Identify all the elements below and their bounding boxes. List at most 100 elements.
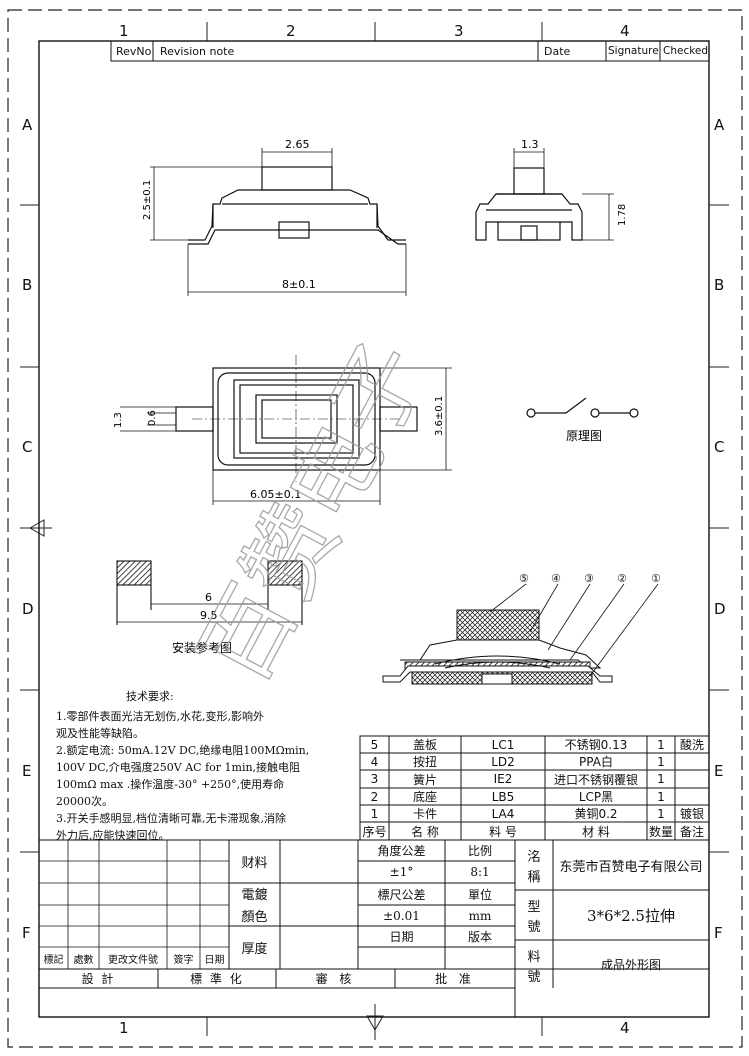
tech-note-line: 100mΩ max .操作温度-30° +250°,使用寿命 xyxy=(56,778,285,791)
bom-row-4-remark xyxy=(675,753,709,770)
bom-row-4-material: PPA白 xyxy=(579,755,613,769)
bom-row-3-index: 3 xyxy=(370,772,379,786)
name-label-2: 稱 xyxy=(527,869,541,885)
dim-plan-lead-2: 0.6 xyxy=(147,410,158,426)
material-label: 财料 xyxy=(241,856,268,871)
bom-row-3-material: 进口不锈钢覆银 xyxy=(553,772,638,787)
dim-top-width: 2.65 xyxy=(285,138,310,151)
bom-header-material: 材 料 xyxy=(582,824,610,839)
dim-side-height: 1.78 xyxy=(617,204,628,226)
bom-row-4-qty: 1 xyxy=(657,754,665,769)
callouts: ⑤ ④ ③ ② ① xyxy=(519,572,661,585)
dim-pad-outer: 9.5 xyxy=(200,609,218,622)
plating-label-1: 電鍍 xyxy=(241,888,268,903)
angle-tol-label: 角度公差 xyxy=(377,844,426,858)
callout-leaders xyxy=(489,583,659,677)
col-number-bottom-1: 1 xyxy=(119,1019,129,1037)
col-number-bottom-4: 4 xyxy=(620,1019,630,1037)
dim-plan-body-length: 6.05±0.1 xyxy=(250,488,301,501)
tech-notes-title: 技术要求: xyxy=(126,690,174,703)
thickness-label: 厚度 xyxy=(241,942,268,957)
bom-row-2-remark xyxy=(675,788,709,805)
tech-note-line: 外力后,应能快速回位。 xyxy=(56,829,170,842)
bom-row-1-qty: 1 xyxy=(657,806,665,821)
sign-review: 審 核 xyxy=(315,972,356,986)
row-letter-b: B xyxy=(22,276,33,294)
tech-notes: 技术要求: 1.零部件表面光洁无划伤,水花,变形,影响外 观及性能等缺陷。 2.… xyxy=(56,688,356,844)
col-number-4: 4 xyxy=(620,22,630,40)
bom-row-1-remark: 镀银 xyxy=(679,807,704,821)
rev-col-mark: 標記 xyxy=(43,954,64,966)
bom-row-5-name: 盖板 xyxy=(412,738,437,752)
bom-header-qty: 数量 xyxy=(648,824,673,839)
dim-height: 2.5±0.1 xyxy=(142,180,153,220)
bom-row-3-partno: IE2 xyxy=(493,772,513,786)
bom-row-5-partno: LC1 xyxy=(491,737,515,752)
bom-row-5-remark: 酸洗 xyxy=(679,738,704,752)
bom-row-4-partno: LD2 xyxy=(491,754,515,769)
bom-row-1-index: 1 xyxy=(370,806,379,821)
svg-text:②: ② xyxy=(617,572,627,585)
angle-tol-value: ±1° xyxy=(389,865,414,879)
bom-row-2-index: 2 xyxy=(370,789,379,804)
partno-label-2: 號 xyxy=(527,969,541,985)
col-number-3: 3 xyxy=(454,22,464,40)
row-letter-d: D xyxy=(22,600,34,618)
bom-row-1-partno: LA4 xyxy=(491,806,515,821)
svg-text:①: ① xyxy=(651,572,661,585)
tech-note-line: 2.额定电流: 50mA.12V DC,绝缘电阻100MΩmin, xyxy=(56,744,310,757)
row-letter-f-right: F xyxy=(714,924,723,942)
title-block-grid xyxy=(39,839,709,1017)
row-letter-a: A xyxy=(22,116,33,134)
cross-section xyxy=(382,609,613,685)
rev-col-date: 日期 xyxy=(204,954,225,966)
model-label-2: 號 xyxy=(527,919,541,935)
svg-text:④: ④ xyxy=(551,572,561,585)
row-letter-e-right: E xyxy=(714,762,724,780)
col-number-2: 2 xyxy=(286,22,296,40)
bom-row-3-name: 簧片 xyxy=(412,772,437,787)
dim-plan-lead-1: 1.3 xyxy=(113,412,124,428)
row-letter-c: C xyxy=(22,438,33,456)
sign-approve: 批 准 xyxy=(435,972,475,986)
bom-row-2-qty: 1 xyxy=(657,789,665,804)
row-letter-e: E xyxy=(22,762,32,780)
scale-label: 比例 xyxy=(467,844,492,858)
bom-row-3-remark xyxy=(675,770,709,788)
front-view xyxy=(150,148,407,296)
tech-note-line: 1.零部件表面光洁无划伤,水花,变形,影响外 xyxy=(56,710,264,723)
rev-header-signature: Signature xyxy=(608,45,659,57)
name-label-1: 洺 xyxy=(527,849,541,865)
rev-header-revno: RevNo xyxy=(116,45,152,58)
bom-row-1-name: 卡件 xyxy=(412,807,437,821)
partno-label-1: 料 xyxy=(527,949,541,965)
sign-design: 設 計 xyxy=(81,972,116,986)
row-letter-f: F xyxy=(22,924,31,942)
rev-col-sign: 簽字 xyxy=(173,954,194,966)
schematic-label: 原理图 xyxy=(566,429,602,443)
tech-note-line: 观及性能等缺陷。 xyxy=(56,727,144,740)
bom-header-remark: 备注 xyxy=(679,824,704,839)
bom-row-2-partno: LB5 xyxy=(491,789,515,804)
bom-row-5-material: 不锈钢0.13 xyxy=(564,738,628,752)
dim-overall-length: 8±0.1 xyxy=(282,278,316,291)
dim-side-width: 1.3 xyxy=(521,138,539,151)
row-letter-a-right: A xyxy=(714,116,725,134)
drawing-title: 成品外形图 xyxy=(600,957,661,972)
bom-row-1-material: 黄铜0.2 xyxy=(574,807,618,821)
company-name: 东莞市百赞电子有限公司 xyxy=(559,859,703,875)
scale-value: 8:1 xyxy=(470,865,490,879)
unit-value: mm xyxy=(468,908,492,923)
dim-pad-inner: 6 xyxy=(205,591,212,604)
bom-row-2-name: 底座 xyxy=(412,790,437,804)
rev-header-note: Revision note xyxy=(160,45,235,58)
bom-header-index: 序号 xyxy=(362,824,387,839)
bom-header-partno: 料 号 xyxy=(489,824,517,839)
sign-standard: 標 準 化 xyxy=(190,972,244,986)
rev-header-date: Date xyxy=(544,45,571,58)
end-view xyxy=(475,148,614,241)
watermark: 百赞电子 xyxy=(180,325,447,700)
bom-row-4-index: 4 xyxy=(370,754,379,769)
dim-tol-label: 標尺公差 xyxy=(377,887,426,902)
mounting-pattern xyxy=(116,560,303,625)
